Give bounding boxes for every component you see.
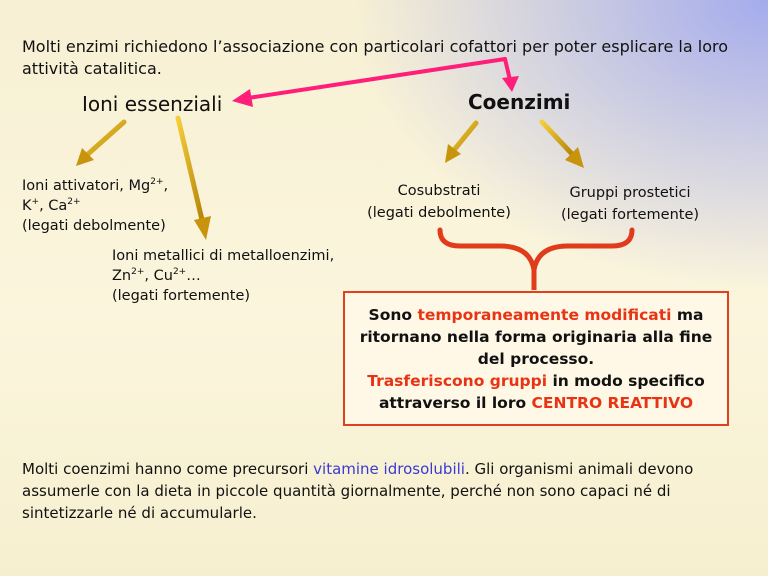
ioni-attivatori-text: Ioni attivatori, Mg2+, K+, Ca2+ (legati … (22, 176, 168, 236)
gold-arrow-gruppi-prostetici (539, 119, 584, 168)
box-highlight-modificati: temporaneamente modificati (417, 305, 672, 324)
ca-symbol: , Ca (39, 198, 68, 214)
ioni-metallici-line3: (legati fortemente) (112, 288, 251, 304)
intro-text: Molti enzimi richiedono l’associazione c… (22, 37, 728, 78)
ioni-attivatori-line3: (legati debolmente) (22, 218, 166, 234)
ioni-attivatori-line1: Ioni attivatori, Mg2+, (22, 176, 168, 196)
vitamine-idrosolubili-highlight: vitamine idrosolubili (313, 460, 465, 478)
ioni-attivatori-prefix: Ioni attivatori, Mg (22, 178, 151, 194)
ioni-essenziali-heading: Ioni essenziali (82, 92, 223, 116)
coenzimi-heading: Coenzimi (468, 90, 571, 114)
gruppi-prostetici-label: Gruppi prostetici (legati fortemente) (554, 182, 706, 226)
bottom-paragraph: Molti coenzimi hanno come precursori vit… (22, 458, 722, 524)
gold-arrow-cosubstrati (445, 120, 479, 163)
box-text-3: in modo specifico attraverso il loro (378, 371, 705, 412)
bottom-text-1: Molti coenzimi hanno come precursori (22, 460, 314, 478)
summary-box-text: Sono temporaneamente modificati ma ritor… (355, 304, 717, 414)
mg-charge: 2+ (150, 177, 164, 188)
cu-charge: 2+ (172, 267, 187, 278)
cosubstrati-title: Cosubstrati (397, 183, 481, 199)
k-charge: + (31, 197, 40, 208)
zn-symbol: Zn (112, 268, 132, 284)
ellipsis: … (186, 268, 201, 284)
box-text-1: Sono (368, 305, 418, 324)
ioni-attivatori-comma: , (163, 178, 169, 194)
cu-symbol: , Cu (144, 268, 173, 284)
cosubstrati-note: (legati debolmente) (367, 205, 511, 221)
ca-charge: 2+ (67, 197, 81, 208)
red-brace (437, 227, 635, 271)
summary-box: Sono temporaneamente modificati ma ritor… (343, 291, 729, 426)
ioni-metallici-text: Ioni metallici di metalloenzimi, Zn2+, C… (112, 246, 334, 306)
box-highlight-centro-reattivo: CENTRO REATTIVO (531, 393, 694, 412)
pink-arrowhead-left (232, 89, 253, 107)
ioni-attivatori-line2: K+, Ca2+ (22, 196, 168, 216)
box-highlight-trasferiscono: Trasferiscono gruppi (367, 371, 548, 390)
k-symbol: K (22, 198, 32, 214)
gruppi-prostetici-title: Gruppi prostetici (569, 185, 691, 201)
cosubstrati-label: Cosubstrati (legati debolmente) (364, 180, 514, 224)
gold-arrow-ioni-attivatori (76, 119, 127, 166)
gold-arrow-ioni-metallici (175, 115, 211, 240)
zn-charge: 2+ (131, 267, 145, 278)
bottom-text-2: . Gli organismi animali devono assumerle… (22, 460, 694, 522)
ioni-metallici-line1: Ioni metallici di metalloenzimi, (112, 248, 335, 264)
gruppi-prostetici-note: (legati fortemente) (560, 207, 700, 223)
box-text-2: ma ritornano nella forma originaria alla… (359, 305, 713, 368)
ioni-metallici-line2: Zn2+, Cu2+… (112, 266, 334, 286)
